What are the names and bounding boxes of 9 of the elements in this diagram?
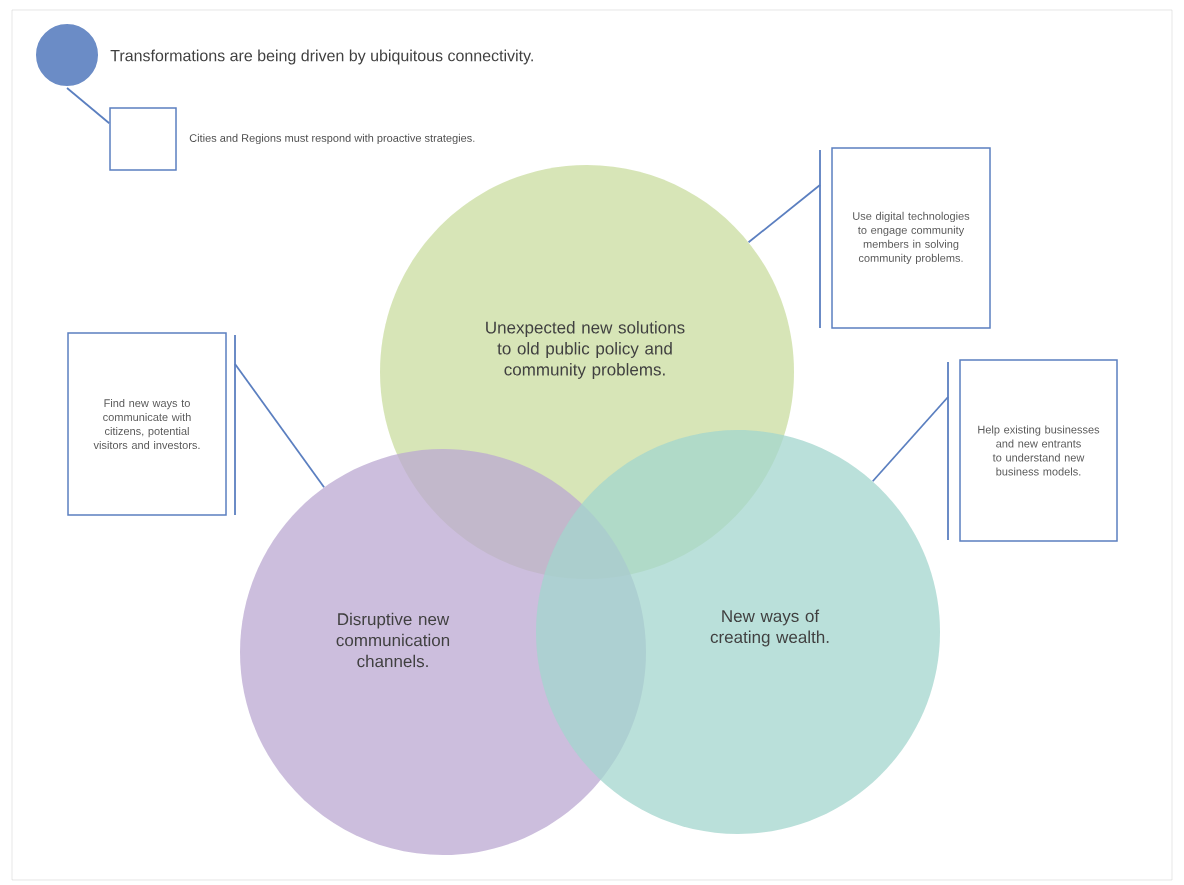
- leader-line: [234, 363, 325, 489]
- connector-line: [66, 87, 111, 125]
- leader-line: [871, 396, 949, 483]
- callout-box: Find new ways to communicate with citizens, potential visitors and investors.: [67, 332, 227, 516]
- node-label: Cities and Regions must respond with proactive strategies.: [189, 133, 475, 145]
- callout-box: Use digital technologies to engage community members in solving community problems.: [831, 147, 991, 329]
- node-label: Transformations are being driven by ubiquitous connectivity.: [110, 49, 533, 65]
- callout-box: Help existing businesses and new entrants to understand new business models.: [959, 359, 1118, 542]
- leader-line: [747, 184, 821, 244]
